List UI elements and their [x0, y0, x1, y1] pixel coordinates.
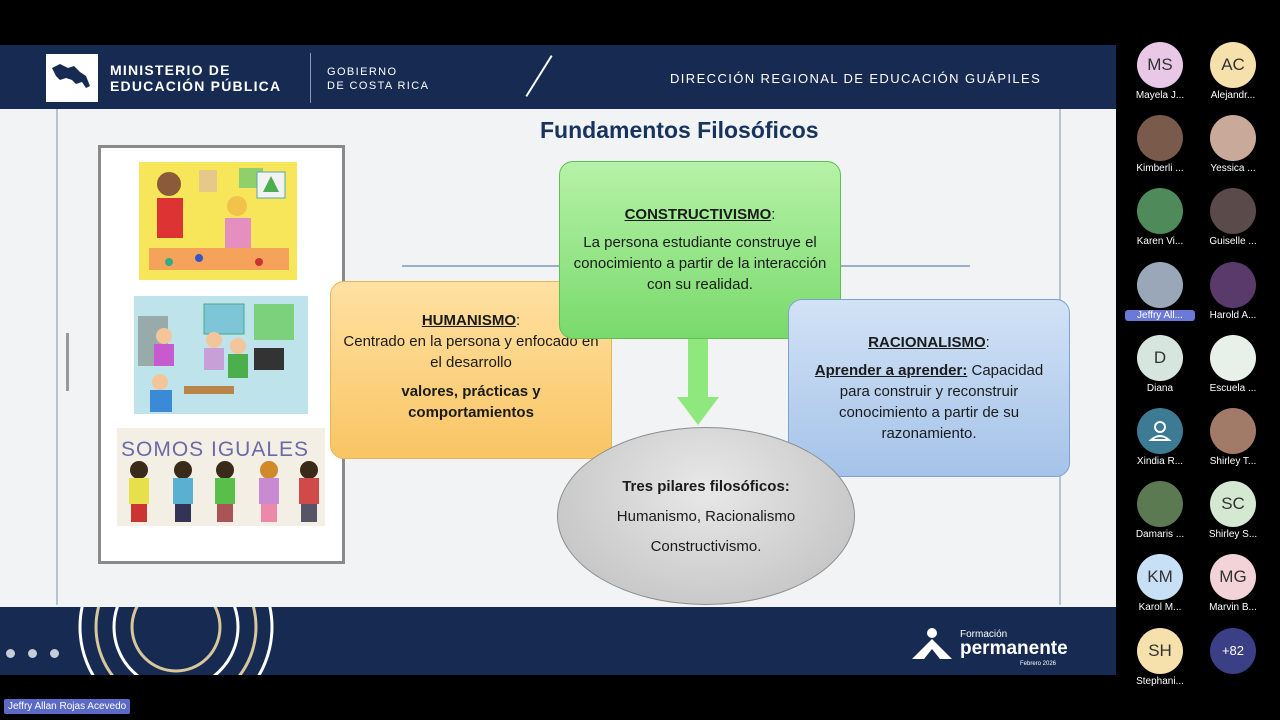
direccion-regional: DIRECCIÓN REGIONAL DE EDUCACIÓN GUÁPILES — [670, 71, 1042, 86]
fp-big: permanente — [960, 638, 1068, 659]
presenter-name-badge: Jeffry Allan Rojas Acevedo — [4, 699, 131, 714]
participant-avatar — [1210, 261, 1256, 308]
racionalismo-heading: RACIONALISMO: — [868, 334, 990, 351]
constructivismo-box: CONSTRUCTIVISMO: La persona estudiante c… — [559, 161, 841, 339]
pilares-line1: Humanismo, Racionalismo — [616, 508, 796, 525]
racionalismo-text: Aprender a aprender: Capacidad para cons… — [814, 362, 1044, 442]
pilares-line2: Constructivismo. — [650, 538, 762, 555]
footer-dot — [28, 649, 37, 658]
humanismo-heading: HUMANISMO: — [421, 312, 521, 329]
participant-avatar — [1137, 115, 1183, 162]
participant-tile[interactable]: Kimberli ... — [1125, 115, 1195, 185]
participant-avatar — [1210, 188, 1256, 235]
participant-avatar: +82 — [1210, 627, 1256, 674]
participant-avatar — [1210, 408, 1256, 454]
participant-name: Damaris ... — [1135, 529, 1185, 541]
participant-tile[interactable]: Guiselle ... — [1198, 188, 1268, 258]
participant-name: Stephani... — [1136, 675, 1184, 687]
participant-name: Karol M... — [1138, 602, 1182, 614]
humanismo-values: valores, prácticas y comportamientos — [401, 383, 541, 421]
fp-small: Formación — [960, 629, 1008, 640]
participant-tile[interactable]: Harold A... — [1198, 261, 1268, 332]
participant-name: Diana — [1146, 382, 1174, 394]
somos-iguales-image: SOMOS IGUALES — [117, 428, 325, 526]
more-participants-button[interactable]: +82 — [1198, 627, 1268, 698]
slide-footer: Formación permanente Febrero 2026 — [0, 607, 1116, 675]
participant-avatar: D — [1137, 334, 1183, 381]
participants-panel: MS Mayela J... AC Alejandr... Kimberli ... Ye… — [1116, 0, 1280, 720]
decorative-arcs — [78, 607, 274, 675]
participant-name: Shirley S... — [1208, 529, 1258, 541]
participant-tile[interactable]: Escuela ... — [1198, 334, 1268, 405]
person-icon — [1137, 408, 1183, 454]
participant-tile[interactable]: Xindia R... — [1125, 408, 1195, 478]
participant-tile[interactable]: Karen Vi... — [1125, 188, 1195, 258]
ministry-name: MINISTERIO DE EDUCACIÓN PÚBLICA — [110, 62, 282, 94]
somos-iguales-text: SOMOS IGUALES — [121, 438, 310, 461]
participant-name: Harold A... — [1209, 309, 1257, 321]
participant-name: Karen Vi... — [1136, 236, 1184, 248]
participant-name: Escuela ... — [1209, 382, 1257, 394]
participant-tile[interactable]: Damaris ... — [1125, 481, 1195, 551]
participant-name: Guiselle ... — [1209, 236, 1257, 248]
illustrations-panel: SOMOS IGUALES — [98, 145, 345, 564]
slide-frame-left — [56, 109, 58, 605]
participant-avatar — [1137, 481, 1183, 528]
racionalismo-box: RACIONALISMO: Aprender a aprender: Capac… — [788, 299, 1070, 477]
down-arrow-icon — [677, 339, 719, 425]
humanismo-text: Centrado en la persona y enfocado en el … — [343, 333, 599, 371]
participant-name: Marvin B... — [1209, 602, 1257, 614]
participant-avatar — [1210, 115, 1256, 162]
participant-avatar: MS — [1137, 42, 1183, 88]
header-slash — [525, 55, 553, 97]
constructivismo-text: La persona estudiante construye el conoc… — [573, 234, 827, 293]
participant-name: Shirley T... — [1209, 456, 1257, 467]
participant-name: Yessica ... — [1210, 163, 1256, 175]
gobierno-label: GOBIERNO DE COSTA RICA — [327, 66, 430, 92]
participant-name: Mayela J... — [1135, 90, 1185, 101]
humanismo-box: HUMANISMO: Centrado en la persona y enfo… — [330, 281, 612, 459]
participant-avatar — [1137, 188, 1183, 235]
participant-avatar: AC — [1210, 42, 1256, 88]
participant-name: Kimberli ... — [1136, 163, 1184, 175]
participant-avatar — [1210, 334, 1256, 381]
constructivismo-heading: CONSTRUCTIVISMO: — [624, 206, 776, 223]
shared-slide: MINISTERIO DE EDUCACIÓN PÚBLICA GOBIERNO… — [0, 45, 1116, 675]
pilares-heading: Tres pilares filosóficos: — [622, 478, 790, 495]
footer-dot — [6, 649, 15, 658]
figure-icon — [912, 628, 952, 659]
participant-tile[interactable]: Yessica ... — [1198, 115, 1268, 185]
participant-avatar: SC — [1210, 481, 1256, 528]
participant-name: Xindia R... — [1136, 456, 1184, 467]
participant-tile[interactable]: AC Alejandr... — [1198, 42, 1268, 112]
participant-avatar — [1137, 261, 1183, 308]
slide-header: MINISTERIO DE EDUCACIÓN PÚBLICA GOBIERNO… — [0, 45, 1116, 109]
header-divider — [310, 53, 311, 103]
fp-date: Febrero 2026 — [1020, 661, 1057, 667]
participant-name: Alejandr... — [1210, 90, 1256, 101]
footer-dot — [50, 649, 59, 658]
children-drawing-image — [139, 162, 297, 280]
participant-tile[interactable]: Jeffry All... — [1125, 261, 1195, 332]
participant-tile[interactable]: MS Mayela J... — [1125, 42, 1195, 112]
costa-rica-map-logo — [46, 54, 98, 102]
participant-name: Jeffry All... — [1125, 309, 1195, 321]
scroll-handle[interactable] — [66, 333, 69, 391]
participant-avatar: SH — [1137, 627, 1183, 674]
pilares-ellipse: Tres pilares filosóficos: Humanismo, Rac… — [557, 427, 855, 605]
classroom-image — [134, 296, 308, 414]
slide-title: Fundamentos Filosóficos — [540, 117, 819, 143]
participant-tile[interactable]: Shirley T... — [1198, 408, 1268, 478]
participant-avatar: MG — [1210, 554, 1256, 601]
participant-avatar: KM — [1137, 554, 1183, 601]
